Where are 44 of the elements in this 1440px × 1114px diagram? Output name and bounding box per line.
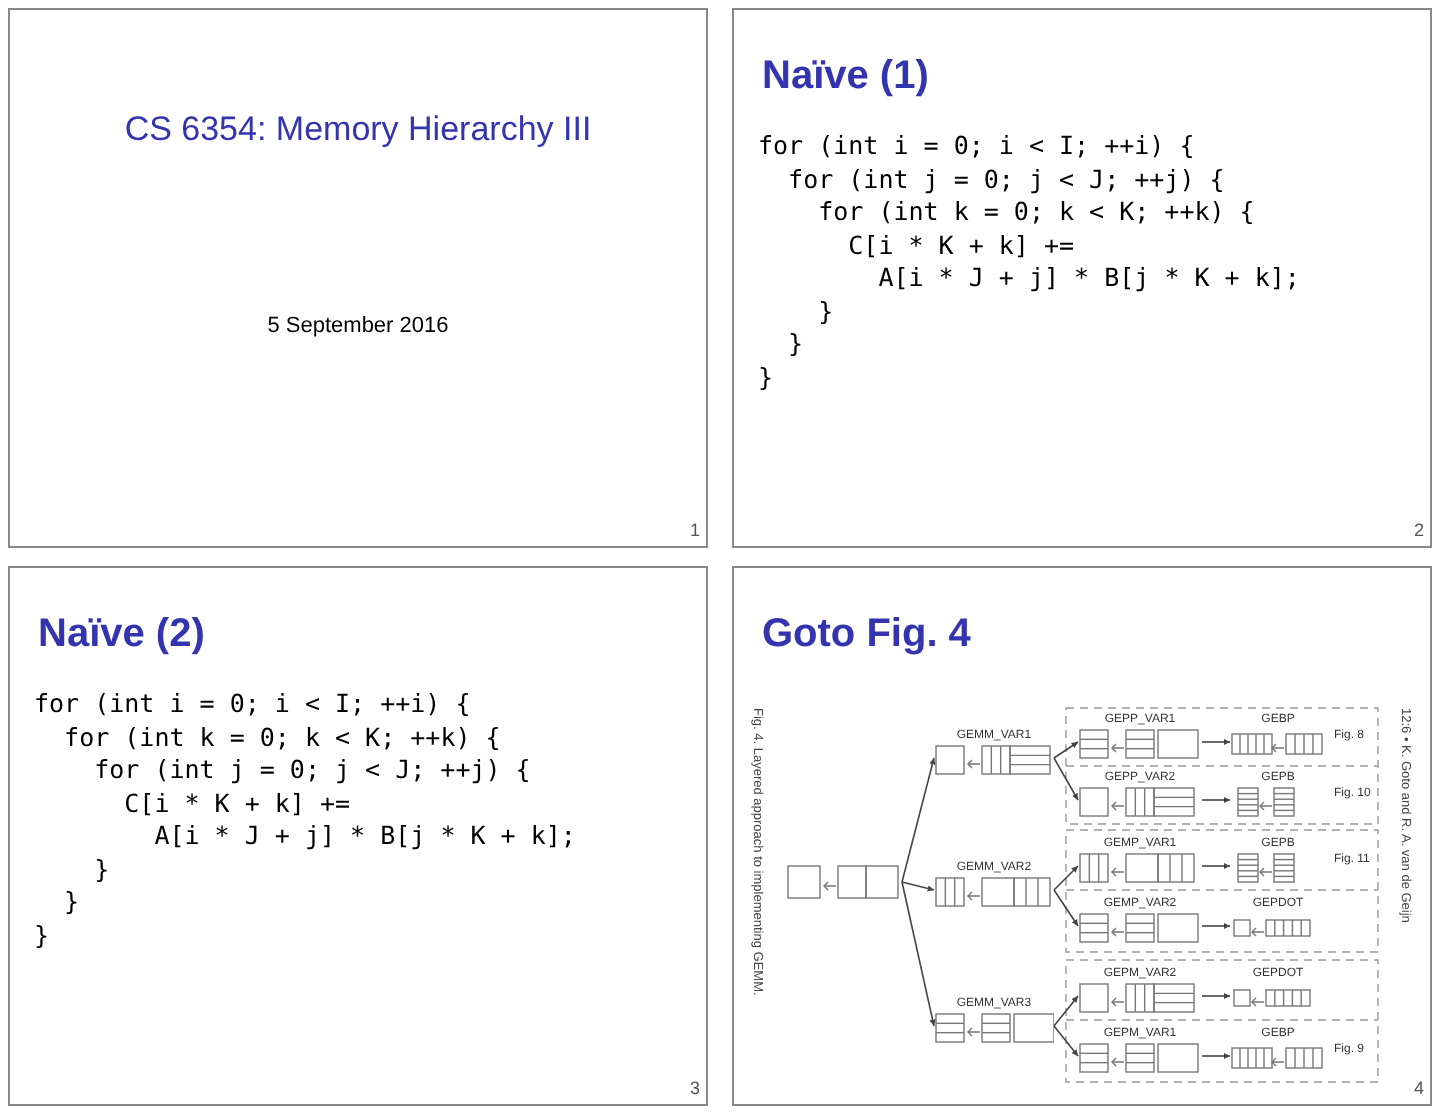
arrow	[1201, 922, 1231, 930]
slide-title: Naïve (2)	[38, 610, 205, 660]
code-line: }	[94, 853, 110, 883]
code-line: }	[64, 886, 80, 916]
code-line: for (int j = 0; j < J; ++j) {	[94, 754, 531, 784]
code-line: for (int j = 0; j < J; ++j) {	[788, 163, 1225, 193]
arrow	[901, 757, 936, 883]
arrow	[1201, 1052, 1231, 1060]
code-line: }	[34, 919, 50, 949]
page-number: 4	[1413, 1075, 1424, 1101]
arrow	[901, 881, 935, 892]
slide-panel	[732, 8, 1432, 548]
slide-panel	[8, 8, 708, 548]
code-line: C[i * K + k] +=	[124, 787, 351, 817]
page-number: 1	[689, 517, 700, 543]
code-line: A[i * J + j] * B[j * K + k];	[878, 262, 1300, 292]
arrow	[1201, 796, 1231, 804]
slide-panel	[732, 566, 1432, 1106]
page-number: 3	[689, 1075, 700, 1101]
arrow	[1053, 995, 1079, 1027]
date-text: 5 September 2016	[265, 312, 451, 342]
code-line: for (int i = 0; i < I; ++i) {	[34, 688, 471, 718]
page-number: 2	[1413, 517, 1424, 543]
code-line: C[i * K + k] +=	[848, 229, 1075, 259]
arrow	[1053, 865, 1079, 891]
code-line: A[i * J + j] * B[j * K + k];	[154, 820, 576, 850]
arrow	[1053, 741, 1079, 759]
slide-title: Naïve (1)	[762, 52, 929, 102]
code-line: }	[818, 295, 834, 325]
arrow	[1201, 738, 1231, 746]
slide-title: Goto Fig. 4	[762, 610, 971, 660]
arrow	[1201, 992, 1231, 1000]
arrow	[1053, 757, 1079, 801]
arrow	[1053, 1025, 1079, 1057]
code-line: for (int k = 0; k < K; ++k) {	[818, 196, 1255, 226]
arrow	[1053, 889, 1079, 927]
slide-panel	[8, 566, 708, 1106]
arrow	[1201, 862, 1231, 870]
code-line: for (int k = 0; k < K; ++k) {	[64, 721, 501, 751]
code-line: }	[758, 361, 774, 391]
slide-title: CS 6354: Memory Hierarchy III	[122, 108, 594, 152]
code-line: for (int i = 0; i < I; ++i) {	[758, 130, 1195, 160]
arrow	[901, 881, 936, 1027]
code-line: }	[788, 328, 804, 358]
